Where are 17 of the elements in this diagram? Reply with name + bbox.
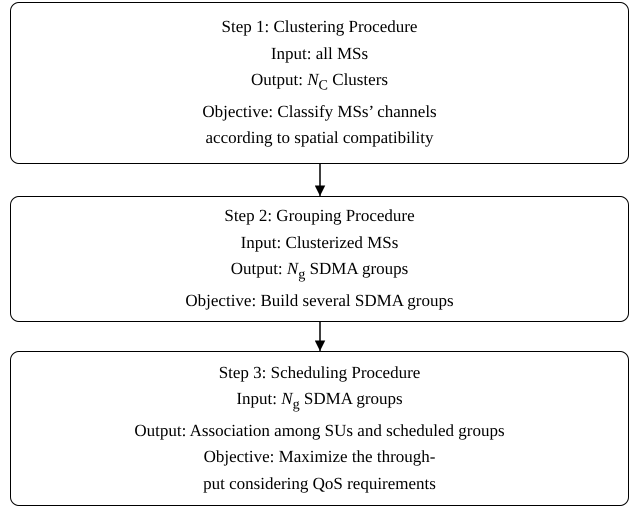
process-box xyxy=(10,2,629,164)
step-text: Input: Clusterized MSs xyxy=(240,232,398,254)
process-box xyxy=(10,351,629,506)
step-text: Objective: Build several SDMA groups xyxy=(185,290,454,312)
step-text: Input: all MSs xyxy=(270,42,368,65)
step-text: Input: N$_{g}$ SDMA groups xyxy=(236,388,403,414)
step-heading: Step 1: Clustering Procedure xyxy=(222,16,418,38)
step-heading: Step 2: Grouping Procedure xyxy=(224,205,415,228)
step-text: Output: N$_{g}$ SDMA groups xyxy=(230,258,408,285)
step-text: Output: N$_{C}$ Clusters xyxy=(251,69,388,96)
step-text: Objective: Classify MSs’ channels according to spatial compatibility xyxy=(201,100,438,150)
step-heading: Step 3: Scheduling Procedure xyxy=(218,362,420,384)
step-text: Output: Association among SUs and scheduled groups xyxy=(134,420,505,442)
arrow xyxy=(314,322,326,351)
process-box xyxy=(10,196,629,322)
step-text: Objective: Maximize the through- put considering QoS requirements xyxy=(202,446,437,495)
arrow xyxy=(314,164,326,196)
